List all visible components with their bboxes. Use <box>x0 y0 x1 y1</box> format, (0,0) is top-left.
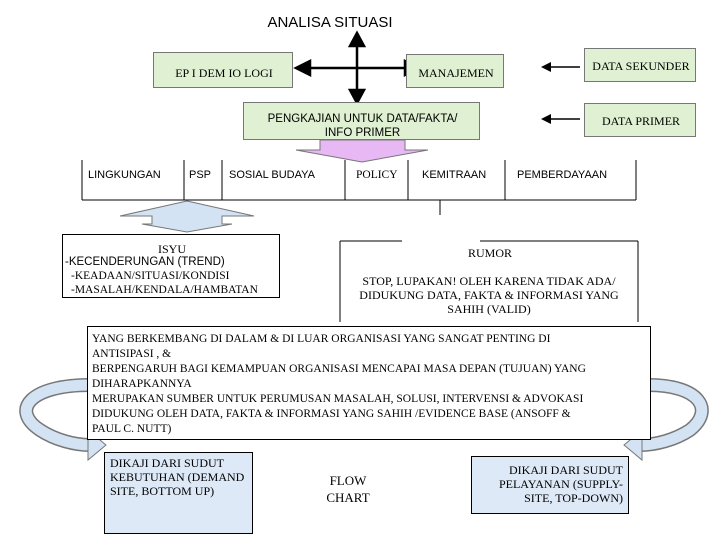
demand-line2: KEBUTUHAN (DEMAND <box>110 470 245 484</box>
data-primer-arrow-icon <box>541 114 580 124</box>
data-sekunder-box: DATA SEKUNDER <box>584 48 696 82</box>
manajemen-label: MANAJEMEN <box>418 66 494 80</box>
factor-kemitraan: KEMITRAAN <box>422 169 487 181</box>
rumor-title: RUMOR <box>467 246 512 260</box>
main-description-box: YANG BERKEMBANG DI DALAM & DI LUAR ORGAN… <box>87 326 651 440</box>
main-line1: YANG BERKEMBANG DI DALAM & DI LUAR ORGAN… <box>92 333 551 345</box>
main-line4: DIHARAPKANNYA <box>92 378 192 390</box>
data-sekunder-arrow-icon <box>541 62 580 72</box>
isyu-box: ISYU -KECENDERUNGAN (TREND) -KEADAAN/SIT… <box>62 234 280 298</box>
factor-policy: POLICY <box>356 169 398 181</box>
up-down-arrow-icon <box>119 200 255 233</box>
supply-site-box: DIKAJI DARI SUDUT PELAYANAN (SUPPLY- SIT… <box>471 456 629 514</box>
main-line6: DIDUKUNG OLEH DATA, FAKTA & INFORMASI YA… <box>92 408 571 420</box>
demand-site-box: DIKAJI DARI SUDUT KEBUTUHAN (DEMAND SITE… <box>104 452 253 534</box>
demand-line1: DIKAJI DARI SUDUT <box>110 456 224 470</box>
right-curved-arrow-icon <box>623 378 709 462</box>
factor-sosial-budaya: SOSIAL BUDAYA <box>229 169 315 181</box>
pengkajian-line2: INFO PRIMER <box>324 127 401 139</box>
isyu-line1: -KECENDERUNGAN (TREND) <box>65 256 225 268</box>
rumor-line3: SAHIH (VALID) <box>447 302 531 316</box>
rumor-connector-lines <box>339 200 639 322</box>
isyu-line3: -MASALAH/KENDALA/HAMBATAN <box>71 284 258 296</box>
main-line7: PAUL C. NUTT) <box>92 423 172 435</box>
data-primer-label: DATA PRIMER <box>601 114 681 128</box>
supply-line2: PELAYANAN (SUPPLY- <box>498 477 623 491</box>
epidemiologi-box: EP I DEM IO LOGI <box>153 52 293 88</box>
factor-psp: PSP <box>189 169 212 181</box>
down-arrow-icon <box>295 139 429 163</box>
supply-line3: SITE, TOP-DOWN) <box>524 491 623 505</box>
rumor-line2: DIDUKUNG DATA, FAKTA & INFORMASI YANG <box>359 288 619 302</box>
supply-line1: DIKAJI DARI SUDUT <box>509 463 623 477</box>
main-line5: MERUPAKAN SUMBER UNTUK PERUMUSAN MASALAH… <box>92 393 584 405</box>
data-sekunder-label: DATA SEKUNDER <box>592 59 690 73</box>
epidemiologi-label: EP I DEM IO LOGI <box>175 66 273 80</box>
isyu-line2: -KEADAAN/SITUASI/KONDISI <box>71 270 230 282</box>
cross-arrow-icon <box>293 30 422 106</box>
data-primer-box: DATA PRIMER <box>584 103 696 137</box>
factor-bar-lines <box>81 160 637 201</box>
flow-chart-label: FLOW CHART <box>312 472 384 506</box>
demand-line3: SITE, BOTTOM UP) <box>110 484 215 498</box>
rumor-line1: STOP, LUPAKAN! OLEH KARENA TIDAK ADA/ <box>362 274 616 288</box>
pengkajian-box: PENGKAJIAN UNTUK DATA/FAKTA/ INFO PRIMER <box>243 102 480 140</box>
factor-pemberdayaan: PEMBERDAYAAN <box>517 169 608 181</box>
pengkajian-line1: PENGKAJIAN UNTUK DATA/FAKTA/ <box>267 113 458 125</box>
main-line2: ANTISIPASI , & <box>92 348 172 360</box>
flow-line2: CHART <box>326 490 370 505</box>
manajemen-box: MANAJEMEN <box>406 54 504 88</box>
main-line3: BERPENGARUH BAGI KEMAMPUAN ORGANISASI ME… <box>92 363 586 375</box>
page-title: ANALISA SITUASI <box>267 14 393 31</box>
isyu-title: ISYU <box>157 242 186 256</box>
factor-lingkungan: LINGKUNGAN <box>88 169 161 181</box>
flow-line1: FLOW <box>329 473 367 488</box>
